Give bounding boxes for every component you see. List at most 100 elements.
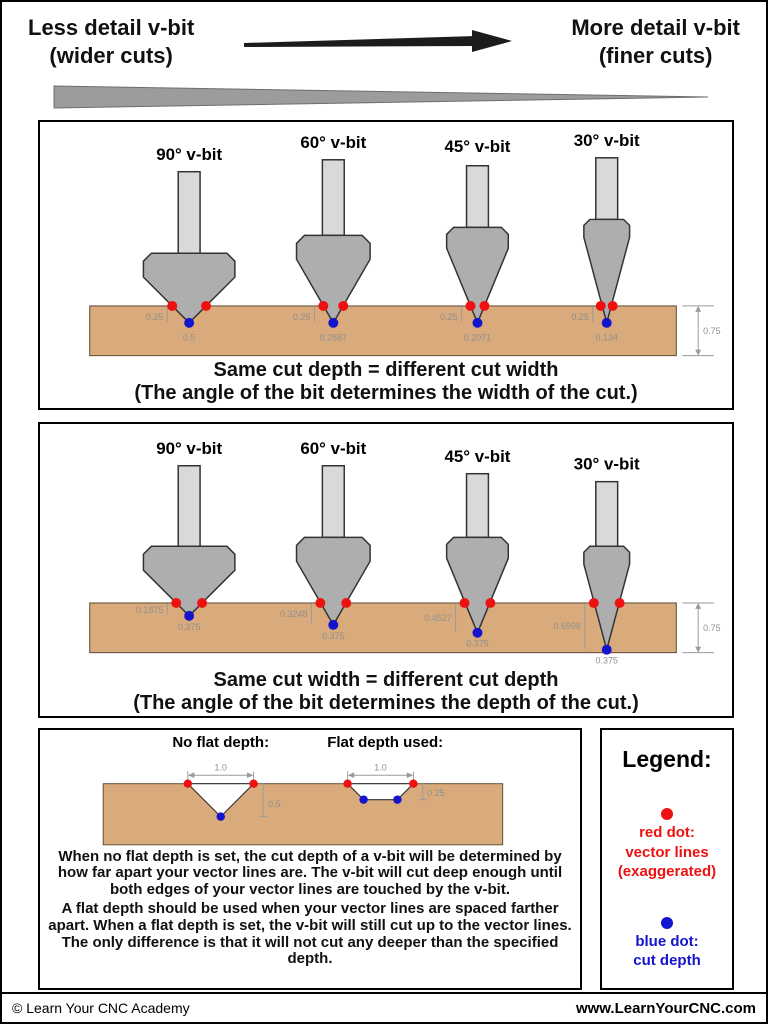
blue-dot-marker	[328, 619, 339, 630]
bit-body	[295, 234, 371, 325]
more-detail-line2: (finer cuts)	[598, 42, 713, 68]
same-width-caption: Same cut width = different cut depth (Th…	[40, 669, 732, 715]
legend-blue-line2: cut depth	[633, 952, 701, 969]
red-dot-marker	[318, 300, 329, 311]
legend-red-line2: vector lines	[625, 843, 709, 861]
cut-width-label: 0.375	[466, 639, 488, 649]
cut-depth-label: 0.25	[146, 312, 163, 322]
red-dot-icon	[661, 808, 673, 820]
left-depth-dim: 0.5	[259, 783, 281, 818]
legend-panel: Legend: red dot: vector lines (exaggerat…	[600, 728, 734, 990]
red-dot-marker	[171, 597, 182, 608]
cut-depth-label: 0.3248	[280, 609, 307, 619]
same-depth-caption: Same cut depth = different cut width (Th…	[40, 359, 732, 405]
blue-dot-marker	[184, 317, 195, 328]
blue-dot-marker	[184, 610, 195, 621]
v-cut	[186, 783, 255, 818]
bit-label: 45° v-bit	[445, 137, 511, 156]
red-dot-marker	[465, 300, 476, 311]
flat-depth-paragraph-2: A flat depth should be used when your ve…	[48, 900, 572, 968]
right-depth-label: 0.25	[427, 788, 444, 798]
blue-dot-marker	[601, 317, 612, 328]
flat-depth-paragraph-1: When no flat depth is set, the cut depth…	[57, 847, 563, 899]
bit-body	[583, 545, 631, 653]
bit-body	[142, 545, 236, 617]
flat-depth-used-title: Flat depth used:	[327, 734, 443, 751]
bit-body	[142, 252, 236, 324]
cut-width-label: 0.375	[178, 622, 200, 632]
red-dot-marker	[343, 779, 352, 788]
board	[102, 783, 504, 846]
bit-label: 90° v-bit	[156, 439, 222, 458]
legend-red-text: red dot: vector lines (exaggerated)	[602, 823, 732, 882]
bit-body	[445, 536, 510, 635]
red-dot-marker	[249, 779, 258, 788]
bit-body	[295, 536, 371, 627]
caption-line2: (The angle of the bit determines the dep…	[133, 691, 639, 714]
cut-depth-label: 0.4527	[424, 613, 451, 623]
taper-wedge-graphic	[53, 85, 709, 109]
blue-dot-marker	[472, 627, 483, 638]
cut-depth-label: 0.1875	[136, 605, 163, 615]
header: Less detail v-bit (wider cuts) More deta…	[28, 14, 740, 69]
vbit-45: 45° v-bit 0.25 0.2071	[440, 137, 511, 343]
bit-shank	[177, 465, 201, 548]
board-thickness-dim: 0.75	[682, 602, 721, 654]
vbit-30: 30° v-bit 0.6998 0.375	[554, 455, 641, 666]
bit-body	[445, 226, 510, 325]
vbit-45: 45° v-bit 0.4527 0.375	[424, 447, 511, 649]
left-depth-label: 0.5	[268, 799, 280, 809]
more-detail-label: More detail v-bit (finer cuts)	[571, 14, 740, 69]
cut-width-label: 0.2071	[464, 333, 491, 343]
footer-url: www.LearnYourCNC.com	[575, 999, 756, 1017]
blue-dot-marker	[601, 644, 612, 655]
bit-shank	[321, 159, 345, 237]
bit-label: 45° v-bit	[445, 447, 511, 466]
red-dot-marker	[315, 597, 326, 608]
cut-width-label: 0.5	[183, 333, 195, 343]
right-depth-dim: 0.25	[419, 783, 445, 801]
caption-line2: (The angle of the bit determines the wid…	[134, 381, 638, 404]
vbit-60: 60° v-bit 0.3248 0.375	[280, 439, 371, 641]
blue-dot-marker	[393, 795, 402, 804]
red-dot-marker	[197, 597, 208, 608]
same-depth-diagram: 0.75 90° v-bit 0.25 0.5 60° v-bit 0.25 0…	[89, 131, 721, 357]
cut-depth-label: 0.6998	[554, 621, 581, 631]
bit-shank	[465, 165, 490, 229]
red-dot-marker	[607, 300, 618, 311]
bit-shank	[595, 157, 619, 221]
red-dot-marker	[409, 779, 418, 788]
no-flat-depth-title: No flat depth:	[172, 734, 269, 751]
red-dot-marker	[459, 597, 470, 608]
board-thickness-label: 0.75	[703, 623, 720, 633]
legend-red-line3: (exaggerated)	[617, 863, 717, 880]
vbit-90: 90° v-bit 0.25 0.5	[142, 145, 236, 343]
bit-shank	[595, 480, 619, 548]
cut-depth-label: 0.25	[571, 312, 588, 322]
red-dot-marker	[201, 300, 212, 311]
bit-label: 90° v-bit	[156, 145, 222, 164]
cut-depth-label: 0.25	[440, 312, 457, 322]
red-dot-marker	[479, 300, 490, 311]
bit-shank	[465, 472, 490, 539]
less-detail-line1: Less detail v-bit	[28, 15, 195, 40]
bit-body	[583, 218, 631, 326]
less-detail-label: Less detail v-bit (wider cuts)	[28, 14, 194, 69]
cut-width-label: 0.2887	[320, 333, 347, 343]
footer: © Learn Your CNC Academy www.LearnYourCN…	[2, 992, 766, 1022]
red-dot-marker	[341, 597, 352, 608]
same-depth-panel: 0.75 90° v-bit 0.25 0.5 60° v-bit 0.25 0…	[38, 120, 734, 410]
blue-dot-marker	[359, 795, 368, 804]
footer-copyright: © Learn Your CNC Academy	[12, 1000, 190, 1016]
red-dot-marker	[588, 597, 599, 608]
red-dot-marker	[338, 300, 349, 311]
less-detail-line2: (wider cuts)	[49, 42, 173, 68]
bit-shank	[321, 465, 345, 539]
legend-blue-text: blue dot: cut depth	[602, 932, 732, 971]
legend-red-line1: red dot:	[639, 824, 695, 841]
bit-label: 30° v-bit	[574, 131, 640, 150]
blue-dot-icon	[661, 916, 673, 929]
board-thickness-dim: 0.75	[682, 305, 721, 357]
caption-line1: Same cut depth = different cut width	[213, 358, 559, 381]
